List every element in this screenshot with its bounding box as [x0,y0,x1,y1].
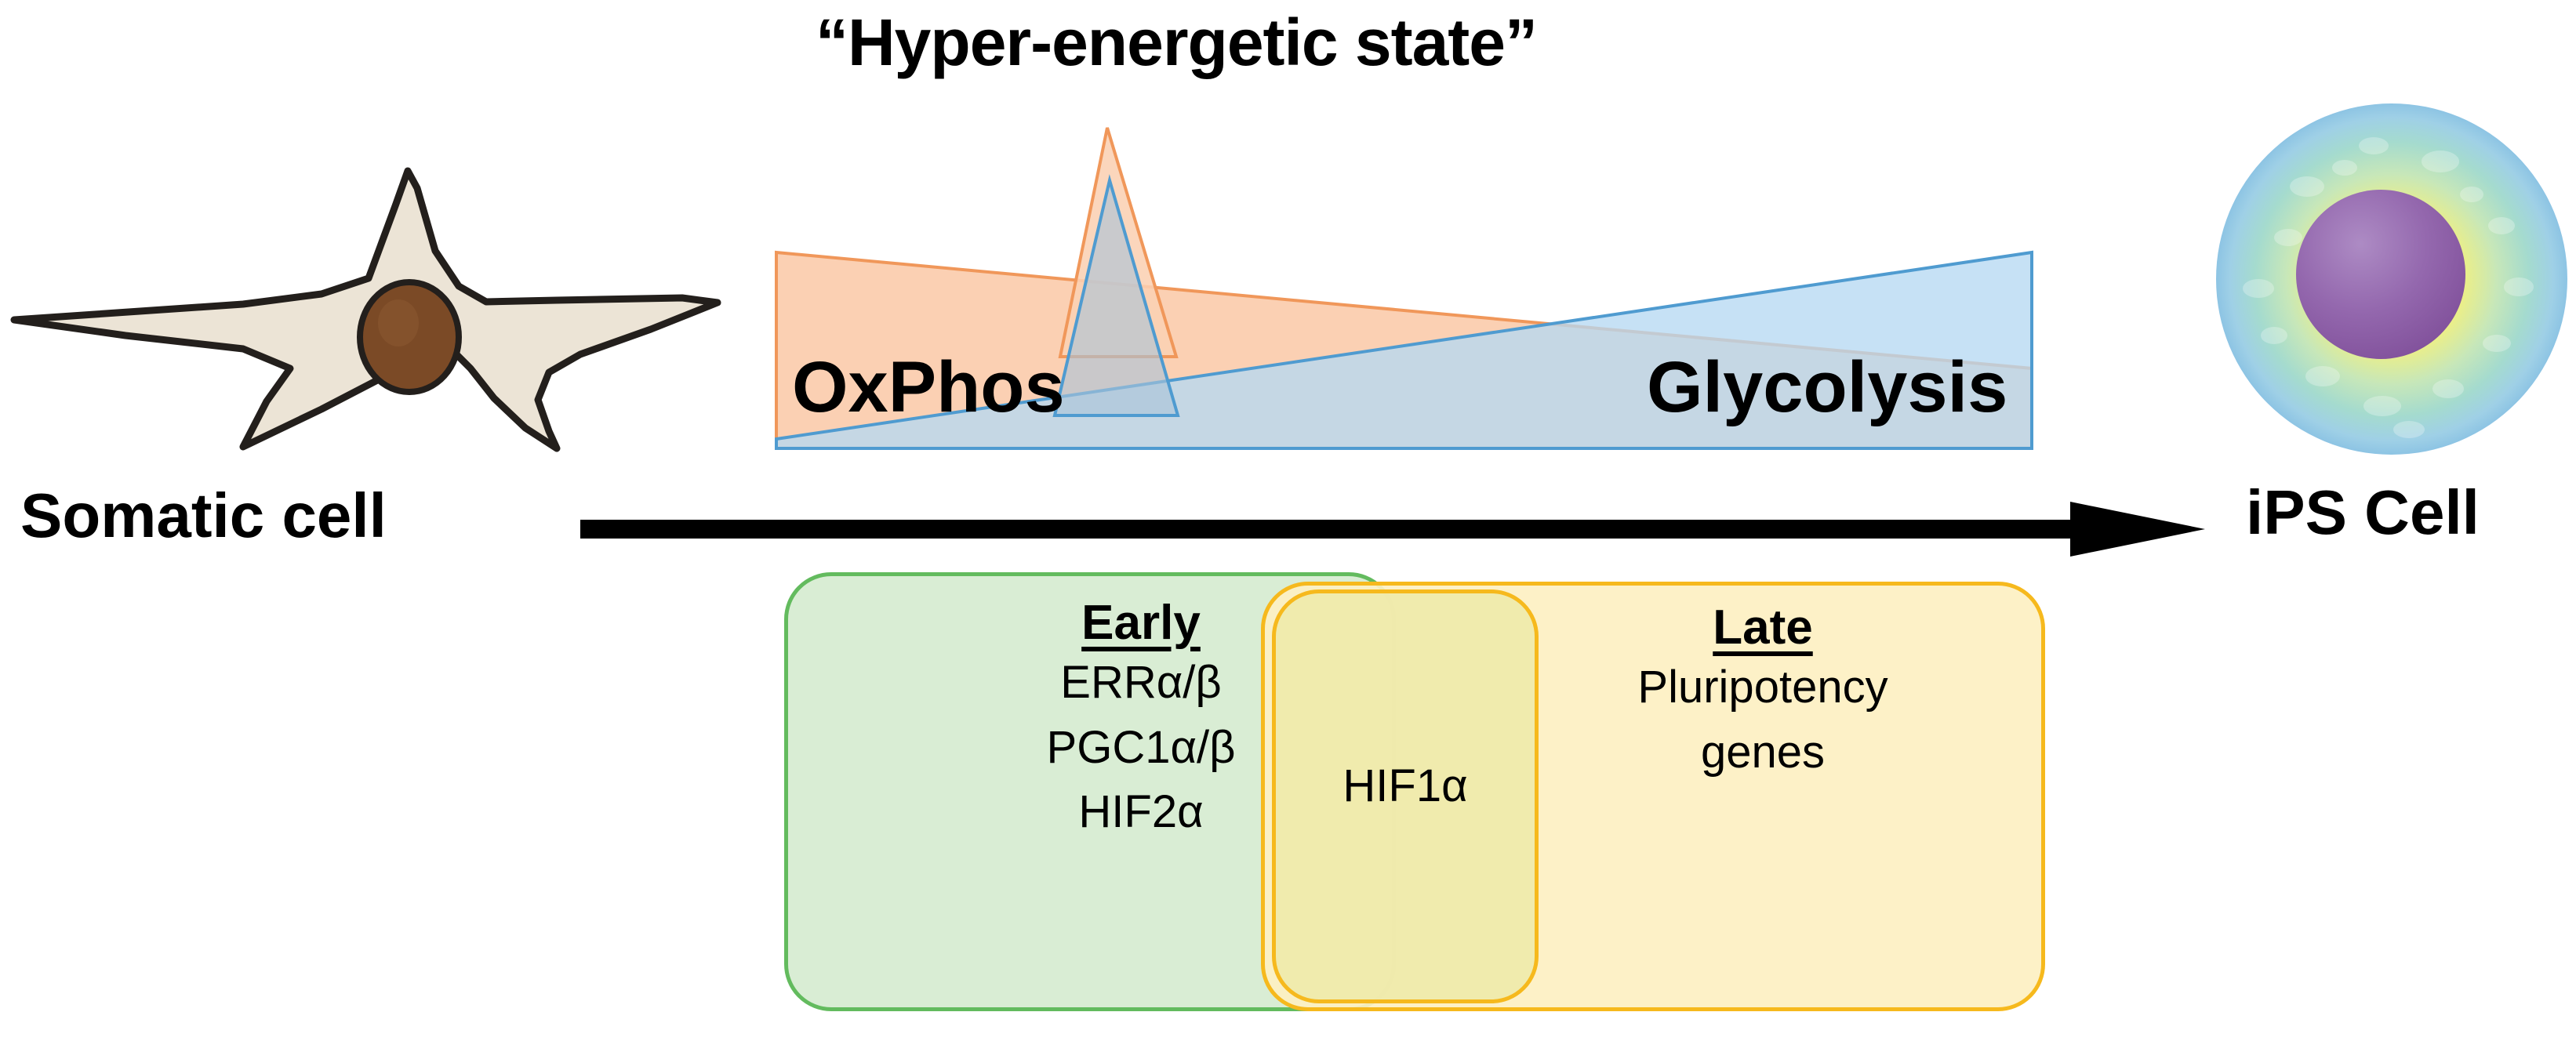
somatic-cell-label: Somatic cell [20,481,387,550]
ips-round-cell [2216,103,2567,455]
oxphos-label: OxPhos [792,347,1065,427]
late-item-0: Pluripotency [1637,662,1888,713]
arrow-head [2070,502,2205,557]
overlap-hif1a-label: HIF1α [1342,760,1468,811]
arrow-shaft [580,520,2113,539]
glycolysis-label: Glycolysis [1647,347,2008,427]
glycolysis-spike [1052,174,1180,417]
ips-nucleus [2296,190,2465,359]
early-heading: Early [1081,596,1201,650]
nucleus-highlight [378,299,419,346]
reprogramming-arrow [580,502,2205,557]
somatic-fibroblast-cell [10,167,721,452]
early-item-2: HIF2α [1078,786,1204,838]
late-heading: Late [1713,600,1813,655]
early-item-0: ERRα/β [1060,657,1222,709]
late-item-1: genes [1700,726,1826,778]
cytoplasm-speckles [2243,137,2534,438]
oxphos-spike [1058,127,1179,358]
late-phase-text: Late Pluripotency genes [1500,600,2026,785]
ips-cell-label: iPS Cell [2246,477,2480,547]
early-item-1: PGC1α/β [1046,721,1236,773]
overlap-hif1a-box[interactable]: HIF1α [1272,589,1539,1003]
early-phase-text: Early ERRα/β PGC1α/β HIF2α [898,595,1384,844]
page-title: “Hyper-energetic state” [816,5,1538,79]
